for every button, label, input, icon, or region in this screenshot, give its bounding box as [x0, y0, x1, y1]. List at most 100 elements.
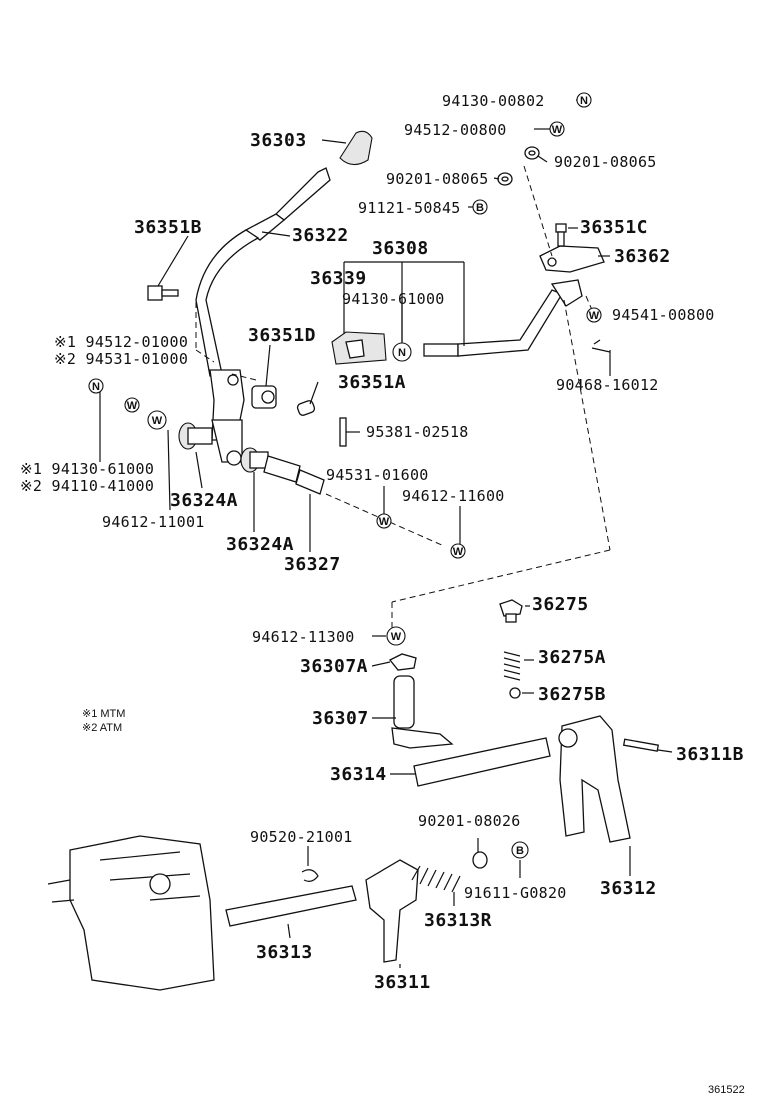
- fork-36311: [365, 859, 419, 963]
- svg-text:B: B: [516, 845, 524, 857]
- label-36275B: 36275B: [538, 684, 607, 705]
- label-91121-50845: 91121-50845: [358, 199, 461, 217]
- fork-36312: [558, 715, 631, 843]
- ball-36275B: [509, 687, 521, 699]
- label-91611-G0820: 91611-G0820: [464, 884, 567, 902]
- label-36275: 36275: [532, 594, 589, 615]
- svg-text:W: W: [127, 400, 138, 412]
- label-36314: 36314: [330, 764, 387, 785]
- spring-36313R: [411, 865, 461, 893]
- plate-36362: [539, 245, 605, 273]
- clip-90520-21001: [301, 869, 319, 882]
- marker-w-3: W: [124, 397, 140, 413]
- label-94612-11300: 94612-11300: [252, 628, 355, 646]
- symbol-markers: N W B N W N W W W W W B: [88, 92, 602, 859]
- label-36312: 36312: [600, 878, 657, 899]
- label-36362: 36362: [614, 246, 671, 267]
- label-36324A-lower: 36324A: [226, 534, 295, 555]
- block-36339: [331, 331, 387, 365]
- label-94130-61000: 94130-61000: [342, 290, 445, 308]
- marker-w-1: W: [549, 121, 565, 137]
- washer-90201-08065-a: [524, 146, 540, 160]
- sleeve-36351A: [296, 400, 316, 416]
- label-36324A-upper: 36324A: [170, 490, 239, 511]
- pin-36351C: [555, 223, 567, 247]
- label-94612-11001: 94612-11001: [102, 513, 205, 531]
- marker-w-4: W: [147, 410, 167, 430]
- label-95381-02518: 95381-02518: [366, 423, 469, 441]
- lever-36307: [391, 675, 454, 749]
- bolt-36351B: [147, 285, 179, 301]
- label-94110-41000: ※2 94110-41000: [20, 477, 155, 495]
- label-94512-01000: ※1 94512-01000: [54, 333, 189, 351]
- label-36308: 36308: [372, 238, 429, 259]
- label-36311: 36311: [374, 972, 431, 993]
- label-36311B: 36311B: [676, 744, 745, 765]
- nut-36307A: [388, 653, 417, 671]
- label-36307: 36307: [312, 708, 369, 729]
- svg-text:W: W: [552, 124, 563, 136]
- label-90201-08065-right: 90201-08065: [554, 153, 657, 171]
- bushing-36351D: [251, 385, 277, 409]
- label-36322: 36322: [292, 225, 349, 246]
- legend-mtm: ※1 MTM: [82, 708, 126, 720]
- transmission-housing: [47, 835, 215, 991]
- label-36313R: 36313R: [424, 910, 493, 931]
- label-36303: 36303: [250, 130, 307, 151]
- shaft-36314: [413, 737, 551, 787]
- marker-w-2: W: [586, 307, 602, 323]
- label-36313: 36313: [256, 942, 313, 963]
- pin-95381-02518: [339, 417, 347, 447]
- label-94531-01600: 94531-01600: [326, 466, 429, 484]
- figure-number: 361522: [708, 1084, 745, 1096]
- marker-n-1: N: [576, 92, 592, 108]
- marker-n-2: N: [392, 342, 412, 362]
- label-94531-01000: ※2 94531-01000: [54, 350, 189, 368]
- rod-36308: [423, 279, 583, 357]
- washer-90201-08026: [472, 851, 488, 869]
- svg-text:W: W: [391, 631, 402, 643]
- marker-w-5: W: [376, 513, 392, 529]
- label-94612-11600: 94612-11600: [402, 487, 505, 505]
- shift-lever: [195, 167, 331, 466]
- label-94541-00800: 94541-00800: [612, 306, 715, 324]
- svg-text:B: B: [476, 202, 484, 214]
- marker-w-7: W: [386, 626, 406, 646]
- svg-text:N: N: [580, 95, 588, 107]
- spring-36275A: [503, 651, 521, 681]
- washer-90201-08065-b: [497, 172, 513, 186]
- shift-knob: [339, 130, 373, 166]
- label-94130-00802: 94130-00802: [442, 92, 545, 110]
- label-36307A: 36307A: [300, 656, 369, 677]
- label-36351D: 36351D: [248, 325, 317, 346]
- label-94130-61000-mtm: ※1 94130-61000: [20, 460, 155, 478]
- shaft-36327: [263, 455, 325, 495]
- label-90201-08065-left: 90201-08065: [386, 170, 489, 188]
- label-36327: 36327: [284, 554, 341, 575]
- label-36351B: 36351B: [134, 217, 203, 238]
- label-94512-00800: 94512-00800: [404, 121, 507, 139]
- pivot-36324A-left: [178, 422, 213, 450]
- label-90520-21001: 90520-21001: [250, 828, 353, 846]
- svg-text:W: W: [152, 415, 163, 427]
- leader-lines: [99, 99, 673, 968]
- plug-36275: [499, 599, 523, 623]
- marker-n-3: N: [88, 378, 104, 394]
- shaft-36313: [225, 885, 357, 927]
- svg-text:W: W: [589, 310, 600, 322]
- clip-90468-16012: [591, 339, 611, 353]
- label-90201-08026: 90201-08026: [418, 812, 521, 830]
- legend-atm: ※2 ATM: [82, 722, 123, 734]
- marker-b-1: B: [472, 199, 488, 215]
- label-36351C: 36351C: [580, 217, 649, 238]
- label-36275A: 36275A: [538, 647, 607, 668]
- marker-w-6: W: [450, 543, 466, 559]
- pivot-36324A-right: [240, 447, 269, 473]
- svg-text:N: N: [92, 381, 100, 393]
- label-36351A: 36351A: [338, 372, 407, 393]
- svg-text:N: N: [398, 347, 406, 359]
- label-36339: 36339: [310, 268, 367, 289]
- pin-36311B: [622, 738, 660, 752]
